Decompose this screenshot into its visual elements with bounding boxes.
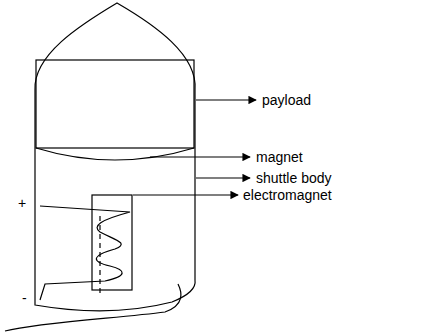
part-label: electromagnet [243,187,332,203]
leader-arrow [150,156,250,157]
coil-wire [40,206,130,300]
part-label: shuttle body [256,170,332,186]
lead-wire [5,284,181,331]
part-label: magnet [256,149,303,165]
electromagnet-core [92,195,132,290]
leader-arrow [133,194,238,195]
terminal-sign: + [18,195,26,211]
payload-box [36,60,194,148]
terminal-sign: - [22,290,27,306]
leader-arrow [196,99,256,100]
leader-arrow [196,177,250,178]
core-axis [99,216,100,296]
magnet-shape [36,148,194,160]
part-label: payload [262,92,311,108]
